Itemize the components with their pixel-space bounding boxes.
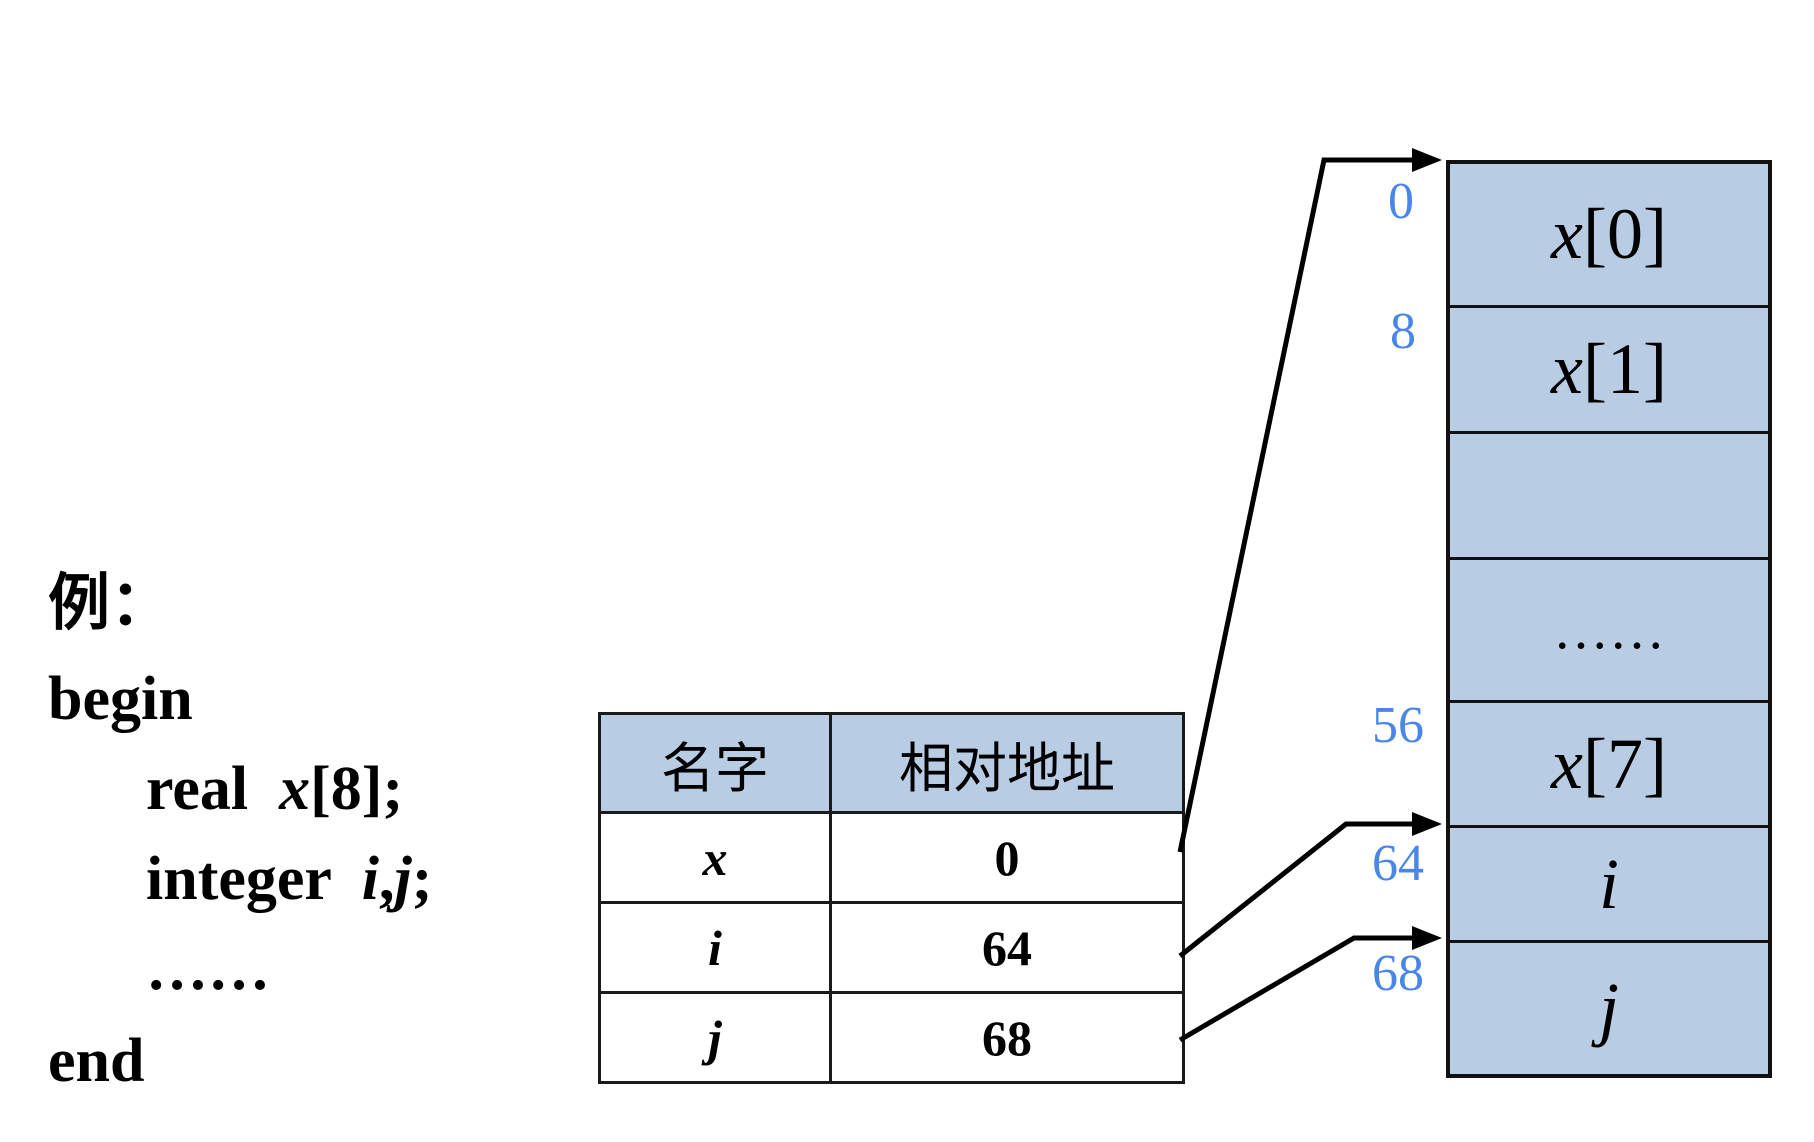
example-label: 例： [48,566,173,639]
code-ellipsis: …… [146,935,270,1003]
memory-cell-x1: x[1] [1450,308,1768,434]
symbol-table-header: 名字 相对地址 [598,712,1185,814]
memory-cell-j: j [1450,943,1768,1074]
var-j: j [394,845,412,913]
semicolon: ; [411,845,433,913]
offset-label: 64 [1372,835,1424,892]
arrow-j [1178,933,1434,1043]
offset-label: 0 [1388,173,1414,230]
offset-label: 68 [1372,945,1424,1002]
comma: , [379,845,395,913]
row-name: x [598,811,832,904]
cell-var: i [1598,843,1619,924]
arrowhead-i [1412,812,1442,836]
arrowhead-j [1412,926,1442,950]
row-name: i [598,901,832,994]
cell-index: …… [1553,599,1665,661]
cell-var: x [1551,329,1583,409]
memory-cell-empty [1450,434,1768,560]
code-begin: begin [48,665,193,733]
offset-label: 56 [1372,697,1424,754]
code-end: end [48,1027,145,1095]
row-address: 0 [829,811,1185,904]
header-name: 名字 [598,712,832,814]
memory-cell-ellipsis: …… [1450,560,1768,703]
cell-index: [7] [1583,723,1667,804]
keyword-integer: integer [146,845,331,913]
cell-index: [1] [1583,329,1667,409]
code-line-integer: integer i,j; [146,848,432,910]
table-row: x 0 [598,811,1185,904]
table-row: i 64 [598,901,1185,994]
var-i: i [361,845,380,913]
memory-cell-x7: x[7] [1450,703,1768,828]
arrow-i [1178,819,1434,958]
cell-index: [0] [1583,194,1667,274]
symbol-table: 名字 相对地址 x 0 i 64 j 68 [598,712,1185,1084]
offset-label: 8 [1390,303,1416,360]
arrowhead-x [1412,148,1442,172]
memory-cell-i: i [1450,828,1768,943]
memory-cell-x0: x[0] [1450,164,1768,308]
cell-var: j [1598,968,1619,1048]
arrow-x [1177,155,1434,853]
row-address: 68 [829,991,1185,1084]
table-row: j 68 [598,991,1185,1084]
row-address: 64 [829,901,1185,994]
keyword-real: real [146,755,249,823]
array-size: [8]; [310,755,404,823]
header-relative-address: 相对地址 [829,712,1185,814]
code-line-real: real x[8]; [146,758,403,820]
row-name: j [598,991,832,1084]
cell-var: x [1551,723,1583,804]
cell-var: x [1551,194,1583,274]
var-x: x [279,755,311,823]
memory-block: x[0] x[1] …… x[7] i j [1446,160,1772,1078]
